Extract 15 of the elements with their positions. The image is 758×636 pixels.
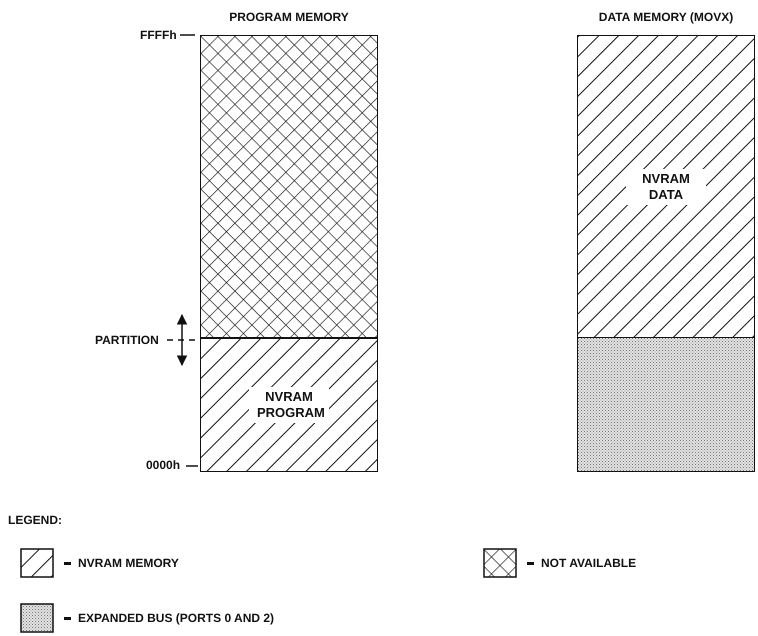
- column-heading: PROGRAM MEMORY: [228, 10, 350, 24]
- partition-label: PARTITION: [95, 333, 159, 347]
- memory-region: [577, 337, 755, 472]
- legend-label: NVRAM MEMORY: [78, 556, 179, 570]
- legend-label: EXPANDED BUS (PORTS 0 AND 2): [78, 611, 274, 625]
- address-label: 0000h: [146, 458, 180, 472]
- legend-label: NOT AVAILABLE: [541, 556, 636, 570]
- legend-heading: LEGEND:: [8, 513, 62, 527]
- region-label: NVRAM PROGRAM: [249, 386, 329, 422]
- memory-region: [577, 35, 755, 339]
- region-label: NVRAM DATA: [626, 169, 706, 205]
- memory-region: [200, 337, 378, 472]
- address-label: FFFFh: [140, 28, 177, 42]
- memory-region: [200, 35, 378, 339]
- column-heading: DATA MEMORY (MOVX): [598, 10, 734, 24]
